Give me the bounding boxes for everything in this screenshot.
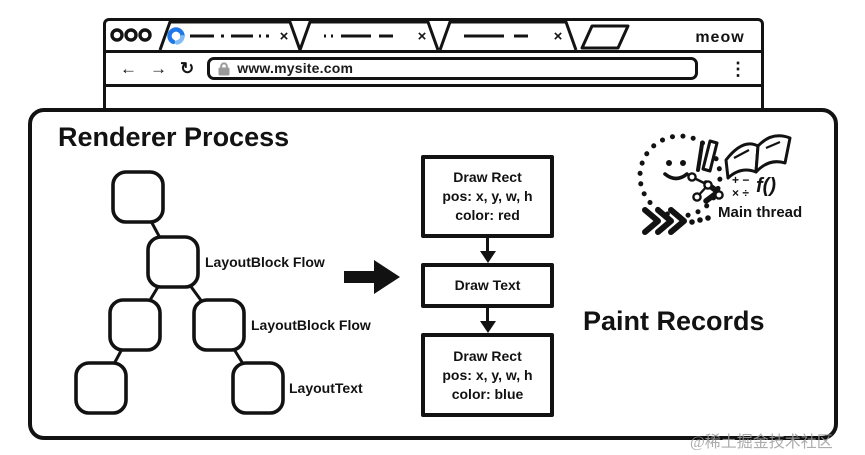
watermark: @稀土掘金技术社区 [690,434,833,451]
window-control-dot [138,28,152,42]
renderer-process-title: Renderer Process [58,122,290,152]
tab-loading-spinner-icon [167,27,185,45]
paint-record-pos: pos: x, y, w, h [442,366,533,383]
tree-node-label: LayoutBlock Flow [251,317,371,333]
tab-close-icon[interactable]: × [418,28,427,45]
paint-record-color: color: red [455,207,520,223]
lock-icon [218,61,230,75]
layout-tree-diagram: LayoutBlock Flow LayoutBlock Flow Layout… [74,170,400,415]
paint-record-box: Draw Rect pos: x, y, w, h color: red [421,155,554,238]
paint-records-column: Draw Rect pos: x, y, w, h color: red Dra… [421,155,554,417]
brand-label: meow [695,29,744,46]
forward-icon[interactable]: → [150,59,167,78]
tab-2[interactable]: × [298,21,440,50]
layout-tree-nodes [74,170,285,415]
window-controls[interactable] [110,28,152,42]
paint-record-box: Draw Text [421,263,554,308]
paint-record-pos: pos: x, y, w, h [442,188,533,204]
menu-icon[interactable]: ⋮ [729,58,747,79]
function-icon: f() [756,175,776,197]
down-arrow-icon [479,308,496,333]
tree-node [74,361,128,415]
tree-node-label: LayoutText [289,380,363,396]
back-icon[interactable]: ← [120,59,137,78]
main-thread-doodle: + − × ÷ f() Main thread [630,130,847,242]
browser-toolbar: ← → ↻ www.mysite.com ⋮ [106,53,761,87]
tab-3[interactable]: × [438,21,578,50]
tab-close-icon[interactable]: × [280,28,289,45]
renderer-process-box: Renderer Process LayoutBlock Flow Layou [28,108,838,440]
new-tab-button[interactable] [580,24,630,50]
window-control-dot [110,28,124,42]
tree-node [231,361,285,415]
book-icon [724,134,792,180]
tab-bar-drawing: × × × meow [110,21,744,50]
window-control-dot [124,28,138,42]
paint-record-color: color: blue [451,385,524,402]
tab-close-icon[interactable]: × [554,28,563,45]
paint-records-heading: Paint Records [583,306,765,336]
tree-node [108,298,162,352]
main-thread-drawing: + − × ÷ f() [637,133,792,235]
flow-arrow-right-icon [344,260,400,294]
trail-dots-icon [689,215,711,225]
math-symbols-icon: + − × ÷ [732,173,749,200]
tree-node-label: LayoutBlock Flow [205,254,325,270]
down-arrow-icon [479,238,496,263]
pencil-ruler-icon [696,139,719,173]
tree-node [192,298,246,352]
mini-tree-icon [687,172,724,202]
smiley-face-icon [663,160,689,181]
url-text: www.mysite.com [237,60,354,76]
tree-node-root [111,170,165,224]
dotted-loop-icon [637,133,723,219]
tree-node [146,235,200,289]
paint-record-title: Draw Rect [453,169,522,185]
address-bar[interactable]: www.mysite.com [207,57,698,80]
svg-text:+ −: + − [732,173,749,187]
tab-1[interactable]: × [158,21,302,50]
triple-chevron-icon [642,207,687,235]
paint-record-title: Draw Text [454,277,521,293]
paint-record-box: Draw Rect pos: x, y, w, h color: blue [421,333,554,417]
reload-icon[interactable]: ↻ [180,59,195,78]
main-thread-label: Main thread [718,204,803,221]
svg-text:× ÷: × ÷ [732,186,749,200]
paint-record-title: Draw Rect [453,347,522,364]
browser-tab-bar: × × × meow [106,21,761,53]
